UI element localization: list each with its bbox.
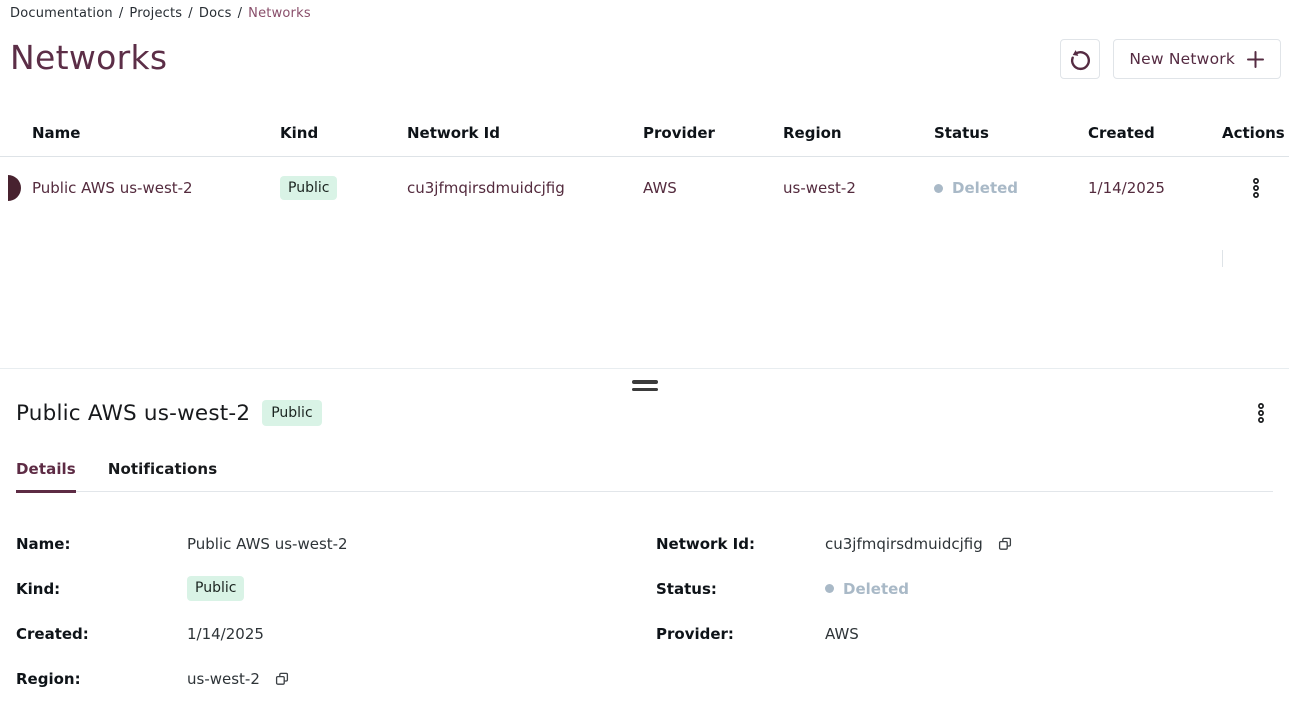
breadcrumb-item-docs[interactable]: Docs: [198, 6, 232, 21]
copy-icon: [275, 672, 289, 686]
field-label-status: Status:: [656, 579, 717, 598]
new-network-button[interactable]: New Network: [1113, 39, 1281, 79]
breadcrumb-item-networks-current: Networks: [248, 6, 311, 21]
status-label: Deleted: [952, 179, 1019, 198]
detail-actions-menu-button[interactable]: [1249, 399, 1273, 427]
detail-status-badge: Deleted: [825, 580, 909, 598]
table-row-public-aws-us-west-2[interactable]: Public AWS us-west-2 Public cu3jfmqirsdm…: [0, 157, 1289, 219]
drag-handle-bar: [631, 387, 658, 391]
network-id-text: cu3jfmqirsdmuidcjfig: [825, 534, 983, 553]
column-header-region: Region: [783, 124, 842, 142]
cell-kind: Public: [280, 175, 407, 201]
breadcrumb-separator: /: [237, 6, 243, 21]
panel-divider: [0, 368, 1289, 369]
field-label-name: Name:: [16, 534, 71, 553]
copy-icon: [998, 537, 1012, 551]
field-label-kind: Kind:: [16, 579, 61, 598]
field-value-kind: Public: [187, 576, 656, 601]
field-value-network-id: cu3jfmqirsdmuidcjfig: [825, 534, 1273, 554]
column-header-kind: Kind: [280, 124, 319, 142]
breadcrumb-item-projects[interactable]: Projects: [129, 6, 183, 21]
refresh-icon: [1068, 47, 1093, 72]
tab-notifications[interactable]: Notifications: [107, 460, 218, 478]
cell-network-id: cu3jfmqirsdmuidcjfig: [407, 179, 565, 197]
refresh-button[interactable]: [1060, 39, 1101, 79]
detail-kind-badge: Public: [262, 399, 322, 427]
row-actions-menu-button[interactable]: [1244, 174, 1268, 202]
field-label-provider: Provider:: [656, 624, 734, 643]
cell-status: Deleted: [934, 179, 1088, 197]
field-label-created: Created:: [16, 624, 89, 643]
column-header-actions: Actions: [1222, 124, 1285, 142]
cell-name: Public AWS us-west-2: [32, 179, 193, 197]
detail-status-label: Deleted: [843, 579, 910, 598]
networks-table: Name Kind Network Id Provider Region Sta…: [0, 110, 1289, 267]
toolbar: New Network: [1060, 39, 1281, 79]
breadcrumb-item-documentation[interactable]: Documentation: [10, 6, 113, 21]
column-header-network-id: Network Id: [407, 124, 500, 142]
field-value-provider: AWS: [825, 624, 859, 643]
tab-details[interactable]: Details: [16, 460, 76, 493]
selected-row-indicator: [8, 175, 21, 201]
field-label-network-id: Network Id:: [656, 534, 755, 553]
region-text: us-west-2: [187, 669, 260, 688]
status-badge: Deleted: [934, 179, 1018, 197]
detail-panel-header: Public AWS us-west-2 Public: [16, 399, 1273, 427]
kebab-menu-icon: [1249, 177, 1263, 199]
cell-region: us-west-2: [783, 179, 856, 197]
status-dot-icon: [934, 183, 943, 193]
panel-resize-handle[interactable]: [628, 378, 662, 393]
detail-panel: Public AWS us-west-2 Public Details Noti…: [0, 392, 1289, 700]
field-value-name: Public AWS us-west-2: [187, 534, 348, 553]
kind-badge: Public: [280, 175, 338, 201]
detail-fields: Name: Public AWS us-west-2 Network Id: c…: [16, 521, 1273, 701]
column-header-name: Name: [32, 124, 81, 142]
cell-created: 1/14/2025: [1088, 179, 1165, 197]
field-label-region: Region:: [16, 669, 81, 688]
plus-icon: [1246, 50, 1265, 69]
column-header-created: Created: [1088, 124, 1155, 142]
breadcrumb-separator: /: [118, 6, 124, 21]
new-network-button-label: New Network: [1129, 50, 1235, 68]
cell-actions: [1222, 174, 1289, 202]
breadcrumb: Documentation / Projects / Docs / Networks: [10, 6, 311, 21]
table-header-row: Name Kind Network Id Provider Region Sta…: [0, 110, 1289, 157]
column-header-status: Status: [934, 124, 989, 142]
drag-handle-bar: [631, 380, 658, 384]
field-value-status: Deleted: [825, 580, 1273, 598]
field-value-created: 1/14/2025: [187, 624, 264, 643]
column-header-provider: Provider: [643, 124, 715, 142]
kebab-menu-icon: [1254, 402, 1268, 424]
detail-tabs: Details Notifications: [16, 460, 1273, 493]
copy-network-id-button[interactable]: [993, 534, 1017, 554]
page-title: Networks: [10, 38, 168, 77]
breadcrumb-separator: /: [188, 6, 193, 21]
actions-column-separator: [1222, 250, 1223, 267]
status-dot-icon: [825, 584, 834, 593]
copy-region-button[interactable]: [270, 669, 294, 689]
detail-panel-title: Public AWS us-west-2: [16, 400, 251, 426]
field-value-region: us-west-2: [187, 669, 656, 689]
cell-provider: AWS: [643, 179, 677, 197]
detail-kind-value-badge: Public: [187, 576, 245, 601]
